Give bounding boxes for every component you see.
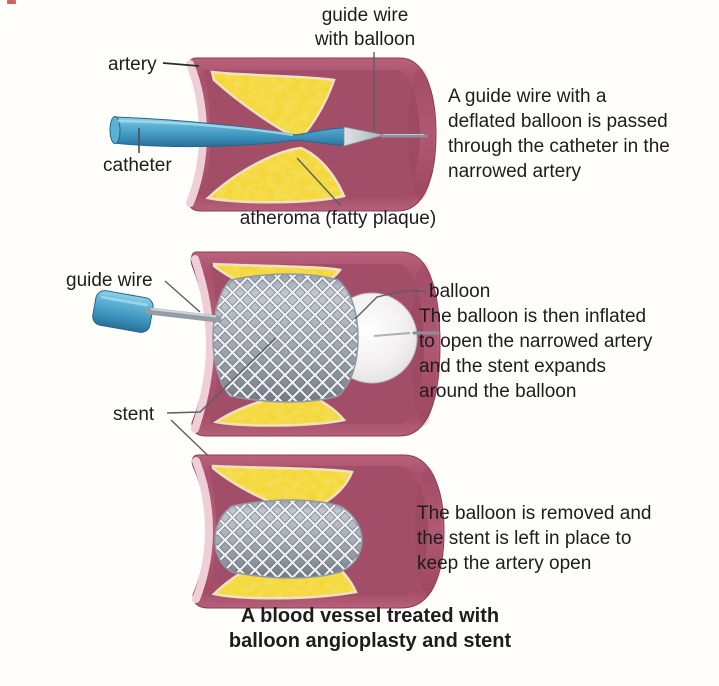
label-guide-wire: guide wire <box>66 270 153 291</box>
catheter <box>109 116 345 148</box>
label-guide-wire-with-balloon: guide wire with balloon <box>314 5 416 50</box>
atheroma-bottom <box>205 146 346 204</box>
wire-inside-balloon <box>373 332 411 337</box>
vessel-step3 <box>191 454 445 609</box>
vessel-cap-shading <box>415 467 441 595</box>
step1-description: A guide wire with a deflated balloon is … <box>448 86 670 182</box>
catheter-stub <box>92 290 154 333</box>
label-catheter: catheter <box>103 155 172 176</box>
label-atheroma: atheroma (fatty plaque) <box>239 208 437 229</box>
vessel-cap-shading <box>411 262 437 426</box>
label-artery: artery <box>108 54 157 75</box>
step3-description: The balloon is removed and the stent is … <box>417 503 652 574</box>
stent-mesh <box>212 273 359 403</box>
leader-balloon <box>354 290 426 320</box>
guide-wire <box>145 307 222 323</box>
guide-wire-tip <box>380 134 428 138</box>
leader-stent-upper <box>166 337 277 414</box>
corner-artifact <box>7 0 16 4</box>
leader-atheroma <box>296 157 342 207</box>
label-balloon: balloon <box>429 281 491 302</box>
atheroma-top <box>210 70 336 141</box>
step2-description: The balloon is then inflated to open the… <box>419 306 653 402</box>
atheroma-top <box>211 464 354 514</box>
deflated-balloon-tip <box>343 126 385 147</box>
label-stent: stent <box>113 404 155 425</box>
stent-mesh <box>214 499 363 579</box>
vessel-step1 <box>109 52 437 212</box>
artery-lining <box>192 457 214 603</box>
vessel-step2 <box>92 251 441 497</box>
artery-lining <box>191 255 215 433</box>
leader-guide-wire <box>164 280 201 313</box>
leader-artery <box>162 62 200 67</box>
figure-caption: A blood vessel treated with balloon angi… <box>228 605 512 652</box>
